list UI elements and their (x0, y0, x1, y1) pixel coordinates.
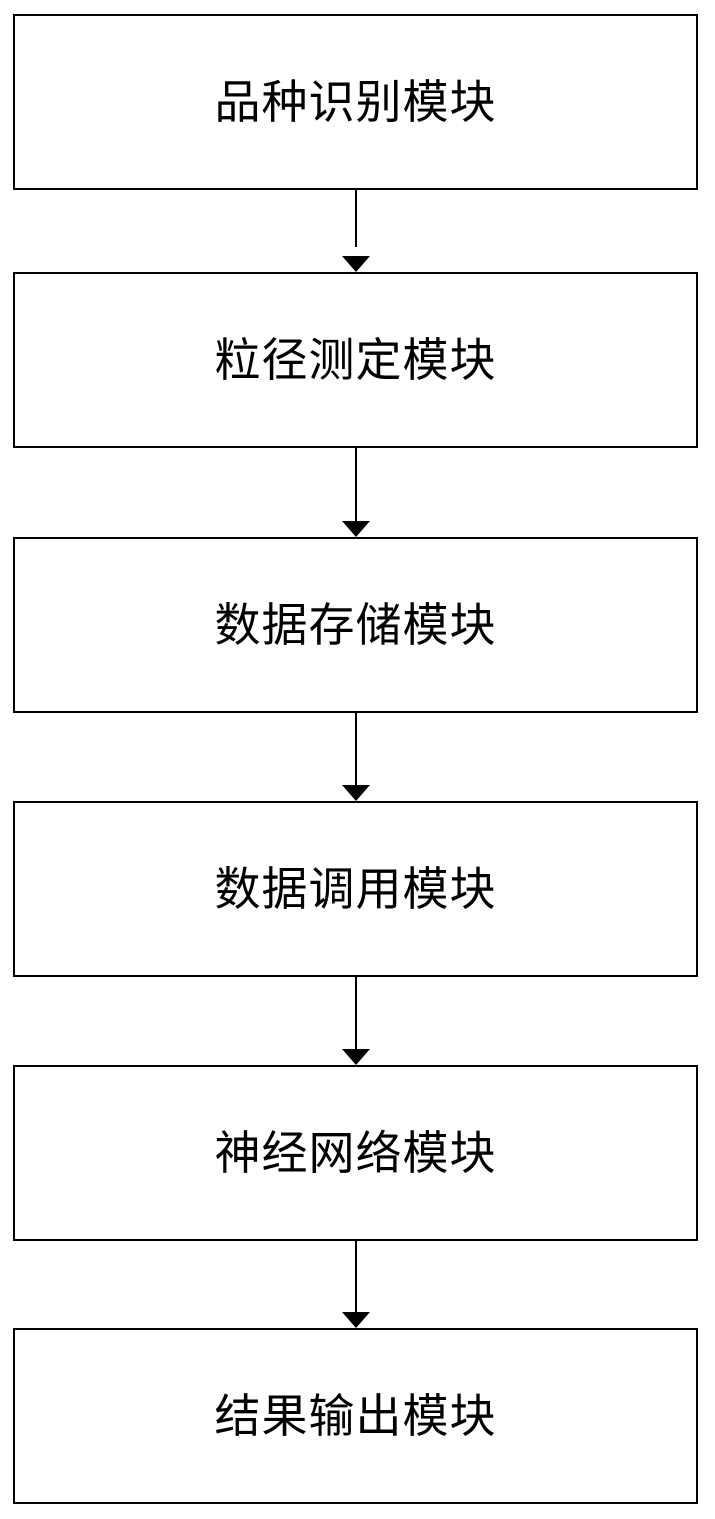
arrow-shaft (355, 1241, 357, 1312)
arrow-shaft (355, 448, 357, 521)
arrow-head-icon (342, 1049, 370, 1065)
arrow-head-icon (342, 256, 370, 272)
arrow-shaft (355, 713, 357, 785)
node-particle-size-measurement: 粒径测定模块 (13, 272, 698, 448)
node-neural-network: 神经网络模块 (13, 1065, 698, 1241)
arrow-head-icon (342, 785, 370, 801)
node-label: 粒径测定模块 (214, 333, 497, 387)
arrow-shaft (355, 977, 357, 1049)
arrow-head-icon (342, 521, 370, 537)
node-label: 品种识别模块 (214, 75, 497, 129)
node-result-output: 结果输出模块 (13, 1328, 698, 1504)
node-label: 神经网络模块 (214, 1126, 497, 1180)
node-label: 数据存储模块 (214, 598, 497, 652)
arrow-head-icon (342, 1312, 370, 1328)
node-label: 数据调用模块 (214, 862, 497, 916)
node-data-storage: 数据存储模块 (13, 537, 698, 713)
node-data-retrieval: 数据调用模块 (13, 801, 698, 977)
arrow-shaft (355, 190, 357, 247)
node-variety-identification: 品种识别模块 (13, 14, 698, 190)
node-label: 结果输出模块 (214, 1389, 497, 1443)
